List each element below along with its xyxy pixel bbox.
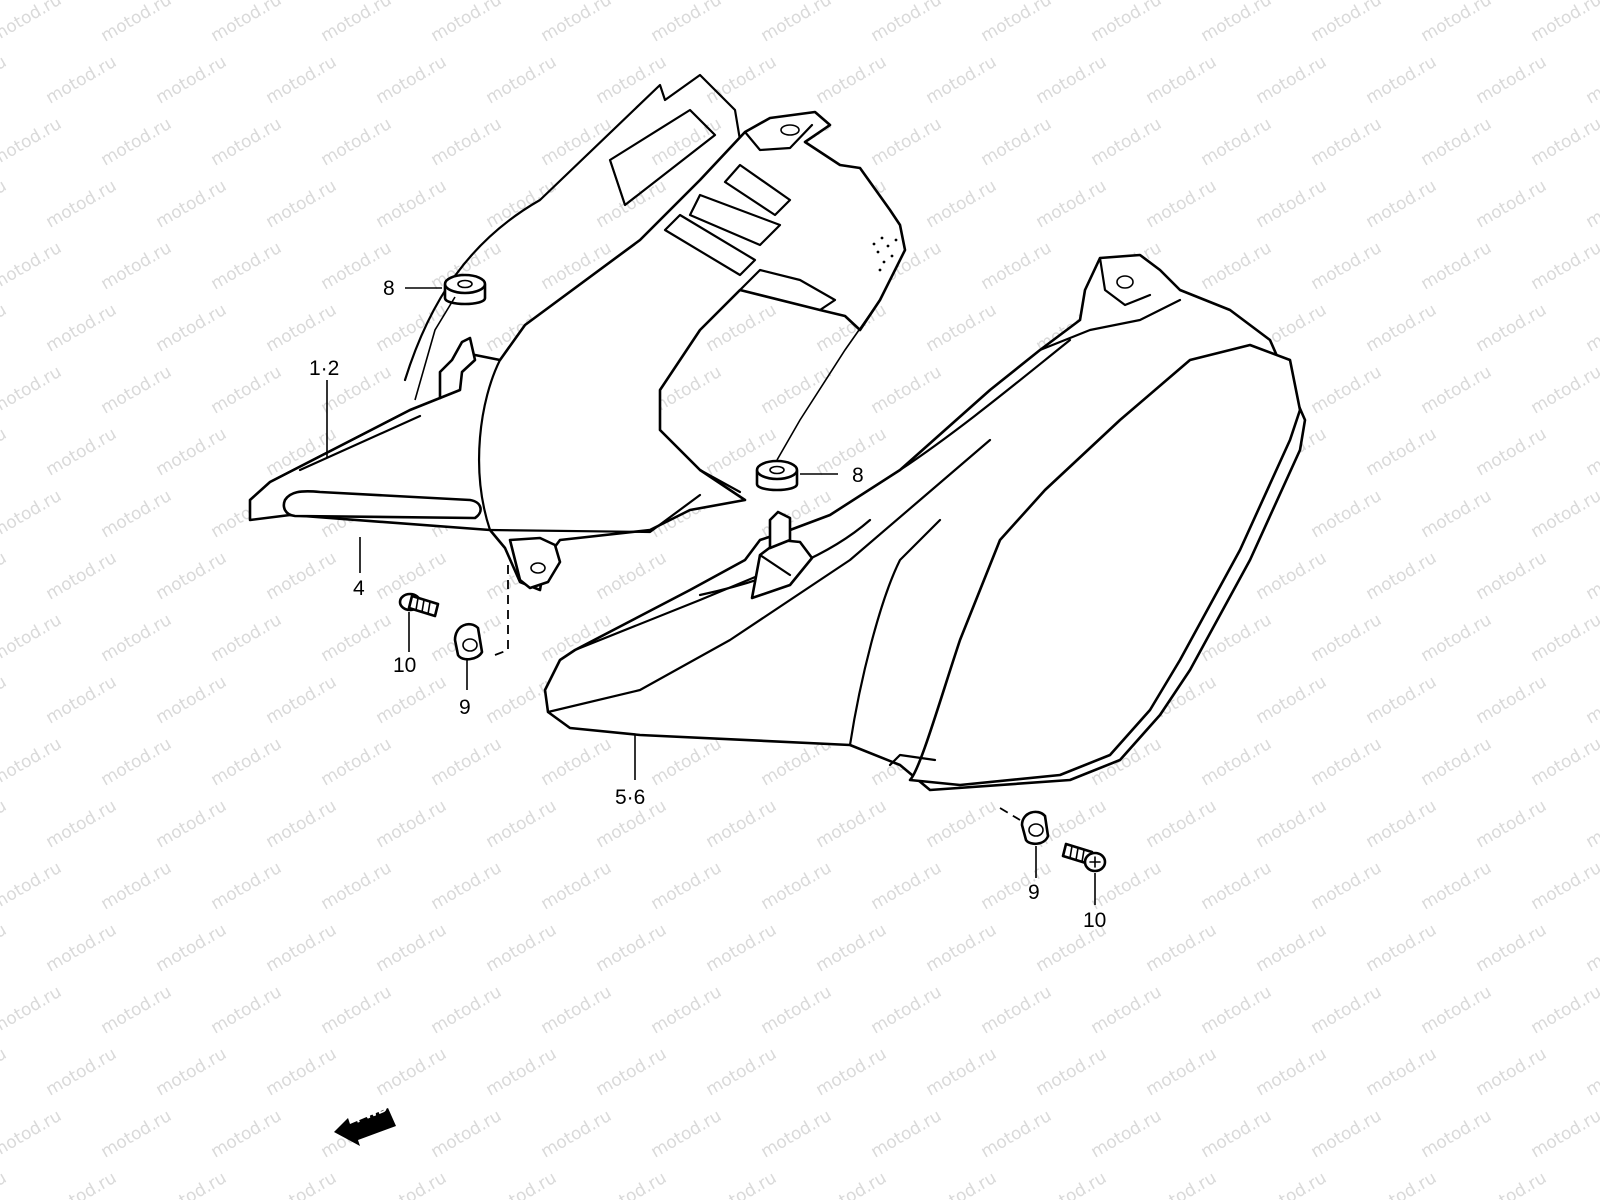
assembly-line-left [494, 565, 509, 656]
grommet-middle [755, 459, 799, 492]
callout-part-9-left: 9 [459, 696, 471, 719]
callout-part-4: 4 [353, 577, 365, 600]
collar-left [453, 623, 484, 661]
collar-right [1020, 810, 1050, 846]
callout-part-8-top: 8 [383, 277, 395, 300]
callout-part-5-6: 5·6 [615, 786, 646, 809]
fwd-arrow-icon [334, 1108, 396, 1146]
screw-left [398, 592, 440, 618]
trim-strip [282, 489, 482, 520]
callout-part-10-left: 10 [393, 654, 417, 677]
stipple-texture [872, 236, 898, 272]
callout-part-1-2: 1·2 [309, 357, 340, 380]
callout-part-10-right: 10 [1083, 909, 1107, 932]
side-cover-right [543, 253, 1307, 792]
callout-part-9-right: 9 [1028, 881, 1040, 904]
assembly-line-right [999, 807, 1021, 821]
callout-part-8-middle: 8 [852, 464, 864, 487]
grommet-top [443, 273, 487, 306]
frame-cover-left [248, 73, 907, 592]
screw-right [1061, 842, 1107, 873]
